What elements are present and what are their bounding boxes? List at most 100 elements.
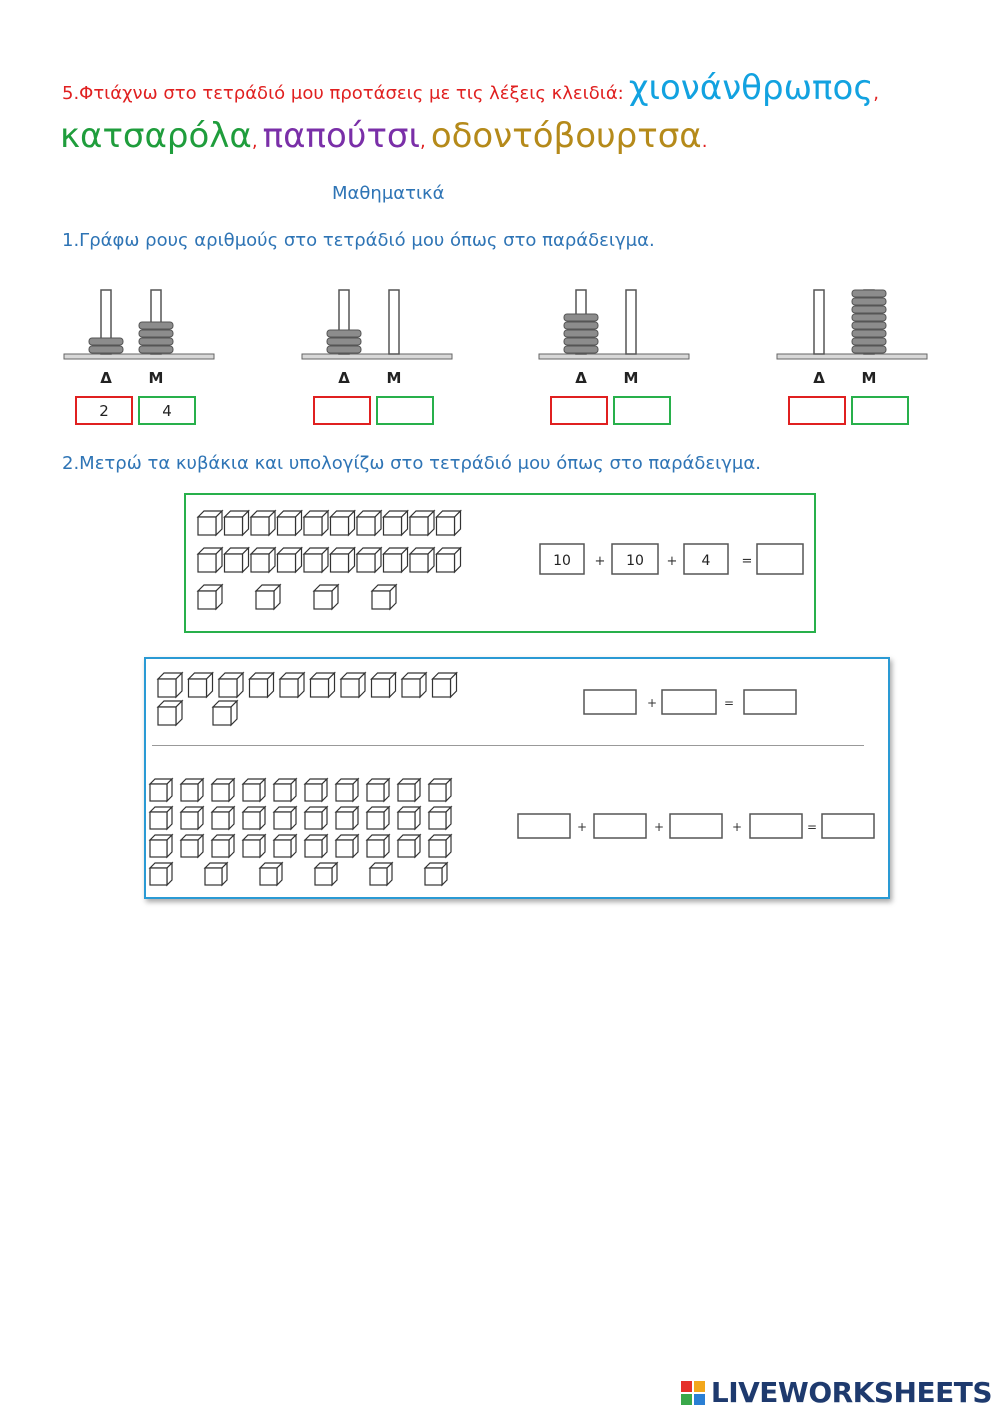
cube-front bbox=[273, 783, 292, 802]
plus-sign: + bbox=[732, 820, 742, 834]
comma: , bbox=[420, 131, 426, 152]
cube-front bbox=[431, 678, 452, 698]
cube-front bbox=[157, 678, 177, 698]
cube-front bbox=[242, 783, 261, 802]
tens-answer-box[interactable] bbox=[550, 396, 608, 425]
cube-front bbox=[197, 553, 217, 573]
cube-front bbox=[382, 553, 403, 573]
answer-box[interactable] bbox=[593, 813, 647, 839]
cube-front bbox=[279, 678, 299, 698]
cube-front bbox=[329, 553, 350, 573]
cube-front bbox=[304, 811, 323, 830]
abacus-bead bbox=[851, 321, 887, 330]
units-answer-box[interactable] bbox=[851, 396, 909, 425]
cube-front bbox=[397, 811, 416, 830]
units-label: Μ bbox=[149, 369, 164, 387]
cube-front bbox=[397, 839, 416, 858]
keyword-1: χιονάνθρωπος bbox=[628, 68, 874, 108]
cube-front bbox=[255, 590, 275, 610]
equals-sign: = bbox=[724, 696, 734, 710]
equation-graphic: 10 + 10 + 4 = bbox=[539, 543, 804, 575]
cube-front bbox=[366, 783, 385, 802]
cube-front bbox=[304, 839, 323, 858]
cube-front bbox=[409, 553, 429, 573]
cube-front bbox=[335, 811, 354, 830]
task5-line1: 5.Φτιάχνω στο τετράδιό μου προτάσεις με … bbox=[62, 68, 879, 108]
cube-front bbox=[424, 867, 443, 886]
cube-front bbox=[428, 811, 447, 830]
cube-front bbox=[211, 839, 230, 858]
cube-front bbox=[435, 516, 456, 536]
units-label: Μ bbox=[624, 369, 639, 387]
tens-answer-box[interactable] bbox=[788, 396, 846, 425]
example-box: 10 + 10 + 4 = bbox=[184, 493, 816, 633]
equals-sign: = bbox=[807, 820, 817, 834]
tens-label: Δ bbox=[813, 369, 825, 387]
liveworksheets-logo-icon bbox=[680, 1380, 705, 1405]
units-label: Μ bbox=[862, 369, 877, 387]
tens-answer-box[interactable] bbox=[75, 396, 133, 425]
cube-front bbox=[180, 783, 199, 802]
cube-front bbox=[242, 811, 261, 830]
task5-line2: κατσαρόλα, παπούτσι, οδοντόβουρτσα. bbox=[60, 116, 707, 156]
unit-cubes bbox=[196, 583, 398, 611]
cube-front bbox=[187, 678, 208, 698]
unit-cubes bbox=[156, 699, 239, 727]
abacus-rod bbox=[813, 289, 825, 355]
units-answer-box[interactable] bbox=[613, 396, 671, 425]
cubes-graphic bbox=[156, 671, 458, 727]
cube-front bbox=[371, 590, 391, 610]
answer-box[interactable] bbox=[743, 689, 797, 715]
cube-front bbox=[259, 867, 278, 886]
answer-box[interactable] bbox=[749, 813, 803, 839]
answer-box[interactable] bbox=[821, 813, 875, 839]
plus-sign: + bbox=[577, 820, 587, 834]
cube-front bbox=[401, 678, 421, 698]
abacus-bead bbox=[563, 313, 599, 322]
cube-front bbox=[149, 839, 168, 858]
units-answer-box[interactable] bbox=[376, 396, 434, 425]
plus-sign: + bbox=[667, 554, 678, 569]
abacus-base bbox=[776, 353, 928, 360]
cube-front bbox=[180, 839, 199, 858]
units-answer-box[interactable] bbox=[138, 396, 196, 425]
abacus-bead bbox=[326, 329, 362, 338]
exercise-a-equation: + = bbox=[582, 688, 802, 718]
abacus-bead bbox=[138, 321, 174, 330]
abacus-bead bbox=[851, 345, 887, 354]
plus-sign: + bbox=[654, 820, 664, 834]
unit-cubes bbox=[148, 861, 449, 887]
exercise-b-equation: + + + = bbox=[516, 812, 880, 842]
abacus-bead bbox=[851, 313, 887, 322]
cube-front bbox=[157, 706, 177, 726]
answer-box[interactable] bbox=[517, 813, 571, 839]
task5-instruction: 5.Φτιάχνω στο τετράδιό μου προτάσεις με … bbox=[62, 83, 624, 104]
cube-front bbox=[340, 678, 360, 698]
plus-sign: + bbox=[647, 696, 657, 710]
ten-rod bbox=[196, 509, 462, 537]
watermark-text: LIVEWORKSHEETS bbox=[710, 1376, 993, 1409]
comma: , bbox=[251, 131, 258, 152]
example-equation: 10 + 10 + 4 = bbox=[538, 541, 808, 577]
task1-instruction: 1.Γράφω ρους αριθμούς στο τετράδιό μου ό… bbox=[62, 230, 655, 251]
cube-front bbox=[369, 867, 388, 886]
answer-box[interactable] bbox=[583, 689, 637, 715]
answer-box[interactable] bbox=[669, 813, 723, 839]
cube-front bbox=[248, 678, 269, 698]
abacus-bead bbox=[851, 289, 887, 298]
tens-answer-box[interactable] bbox=[313, 396, 371, 425]
abacus-bead bbox=[851, 305, 887, 314]
cubes-graphic bbox=[148, 777, 453, 887]
abacus-base bbox=[63, 353, 215, 360]
cube-front bbox=[273, 811, 292, 830]
term-3: 4 bbox=[702, 553, 711, 569]
abacus-bead bbox=[563, 337, 599, 346]
ten-rod bbox=[148, 777, 453, 803]
divider-line bbox=[152, 745, 864, 746]
answer-box[interactable] bbox=[756, 543, 804, 575]
answer-box[interactable] bbox=[661, 689, 717, 715]
